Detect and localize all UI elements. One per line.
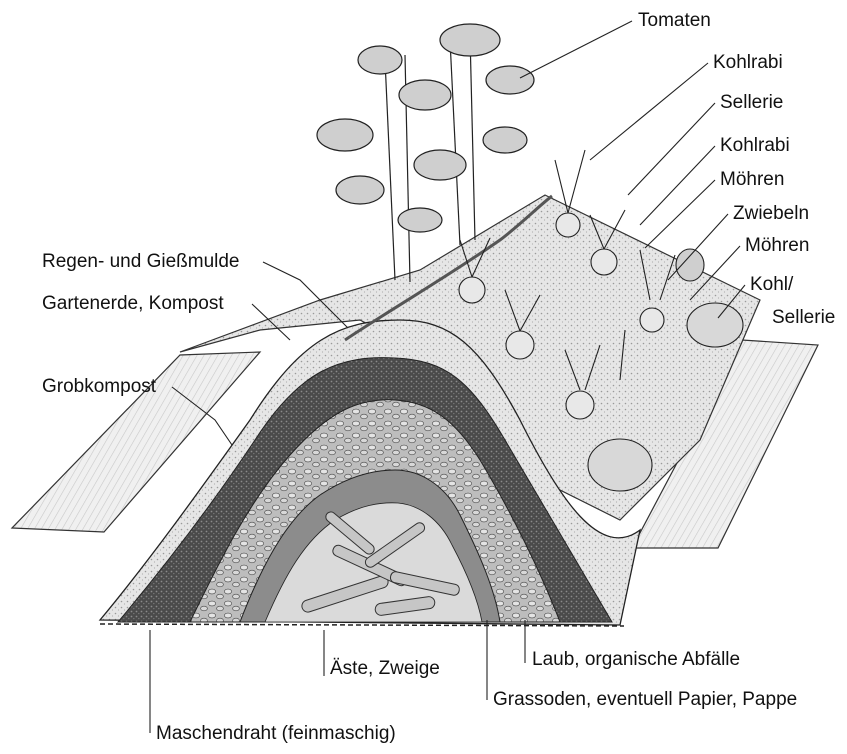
label-grobkompost: Grobkompost bbox=[42, 376, 157, 397]
label-kohl: Kohl/ bbox=[750, 274, 794, 295]
label-gartenerde: Gartenerde, Kompost bbox=[42, 293, 224, 314]
label-sellerie-2: Sellerie bbox=[772, 307, 835, 328]
label-moehren-2: Möhren bbox=[745, 235, 809, 256]
label-tomaten: Tomaten bbox=[638, 10, 711, 31]
label-zwiebeln: Zwiebeln bbox=[733, 203, 809, 224]
label-aeste: Äste, Zweige bbox=[330, 658, 440, 679]
label-grassoden: Grassoden, eventuell Papier, Pappe bbox=[493, 689, 797, 710]
label-moehren-1: Möhren bbox=[720, 169, 784, 190]
label-kohlrabi-2: Kohlrabi bbox=[720, 135, 790, 156]
label-laub: Laub, organische Abfälle bbox=[532, 649, 740, 670]
label-kohlrabi-1: Kohlrabi bbox=[713, 52, 783, 73]
label-sellerie-1: Sellerie bbox=[720, 92, 783, 113]
label-maschendraht: Maschendraht (feinmaschig) bbox=[156, 723, 396, 744]
label-regenmulde: Regen- und Gießmulde bbox=[42, 251, 240, 272]
